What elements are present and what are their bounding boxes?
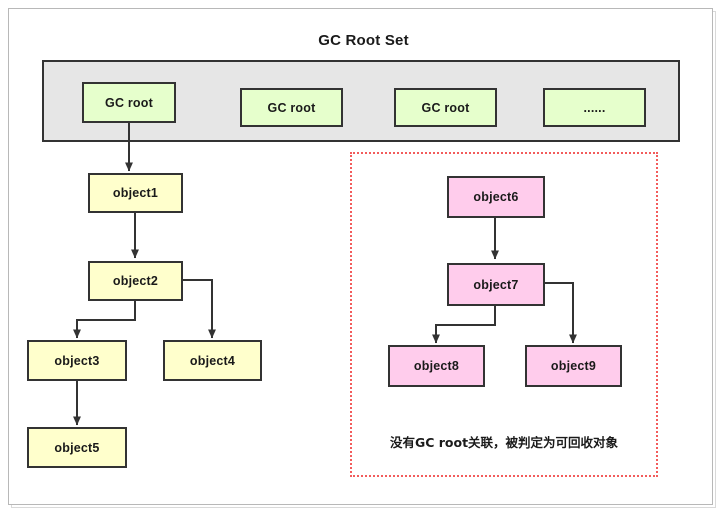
object-node-object3[interactable]: object3: [27, 340, 127, 381]
diagram-title: GC Root Set: [318, 32, 409, 49]
object-node-object1[interactable]: object1: [88, 173, 183, 213]
object-node-object4[interactable]: object4: [163, 340, 262, 381]
gc-root-box-2[interactable]: GC root: [240, 88, 343, 127]
recyclable-region-caption: 没有GC root关联，被判定为可回收对象: [389, 435, 619, 450]
object-node-object2[interactable]: object2: [88, 261, 183, 301]
gc-root-box-1[interactable]: GC root: [82, 82, 176, 123]
object-node-object6[interactable]: object6: [447, 176, 545, 218]
object-node-object5[interactable]: object5: [27, 427, 127, 468]
object-node-object7[interactable]: object7: [447, 263, 545, 306]
object-node-object8[interactable]: object8: [388, 345, 485, 387]
gc-root-box-3[interactable]: GC root: [394, 88, 497, 127]
recyclable-region: [350, 152, 658, 477]
gc-root-box-4[interactable]: ......: [543, 88, 646, 127]
object-node-object9[interactable]: object9: [525, 345, 622, 387]
